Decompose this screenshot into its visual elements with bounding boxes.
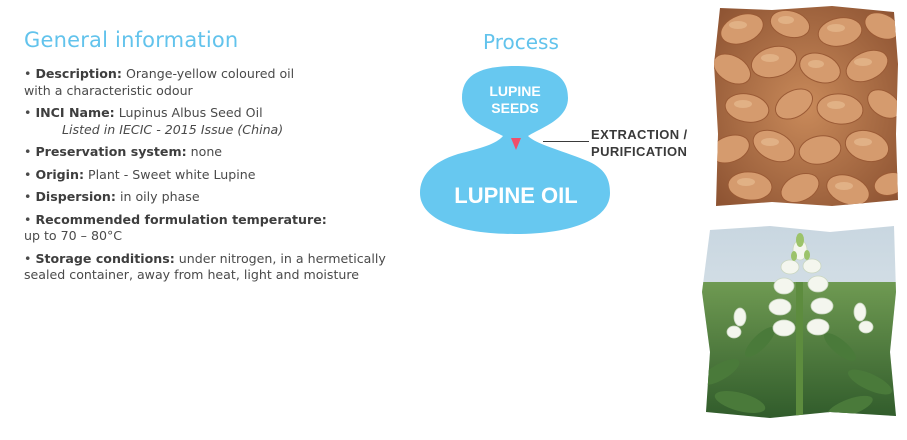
process-diagram: LUPINE SEEDS LUPINE OIL [420, 66, 610, 234]
info-item-preservation: • Preservation system: none [24, 144, 223, 159]
temperature-value: up to 70 – 80°C [24, 228, 123, 243]
step-connector-line [543, 141, 589, 142]
inci-value: Lupinus Albus Seed Oil [114, 105, 263, 120]
info-item-storage: • Storage conditions: under nitrogen, in… [24, 250, 386, 283]
step-label-line1: EXTRACTION / [591, 127, 688, 142]
storage-value: under nitrogen, in a hermetically [174, 250, 386, 266]
top-label-line1: LUPINE [489, 83, 540, 99]
info-item-origin: • Origin: Plant - Sweet white Lupine [24, 166, 256, 182]
storage-value-line2: sealed container, away from heat, light … [24, 267, 360, 282]
lupine-flower-photo [700, 222, 900, 422]
step-label-line2: PURIFICATION [591, 144, 688, 159]
info-item-inci: • INCI Name: Lupinus Albus Seed Oil List… [24, 105, 394, 138]
info-item-description: • Description: Orange-yellow coloured oi… [24, 66, 295, 98]
origin-label: Origin: [35, 166, 85, 182]
description-value: Orange-yellow coloured oil [121, 66, 295, 81]
info-item-temperature: • Recommended formulation temperature: u… [24, 211, 327, 244]
description-label: Description: [35, 66, 122, 81]
dispersion-label: Dispersion: [35, 189, 116, 204]
origin-value: Plant - Sweet white Lupine [84, 166, 256, 182]
description-value-line2: with a characteristic odour [24, 82, 193, 98]
general-information-list: • Description: Orange-yellow coloured oi… [24, 66, 394, 290]
inci-listing: Listed in IECIC - 2015 Issue (China) [62, 121, 284, 137]
step-label: EXTRACTION / PURIFICATION [591, 126, 688, 160]
bottom-label: LUPINE OIL [454, 183, 577, 208]
process-blob-shape [420, 66, 610, 234]
preservation-value: none [186, 144, 223, 159]
dispersion-value: in oily phase [115, 189, 200, 204]
seeds-photo [712, 4, 900, 210]
process-title: Process [483, 30, 559, 54]
top-label-line2: SEEDS [491, 100, 538, 116]
info-item-dispersion: • Dispersion: in oily phase [24, 189, 200, 204]
general-information-title: General information [24, 28, 239, 52]
storage-label: Storage conditions: [35, 250, 175, 266]
inci-label: INCI Name: [35, 105, 115, 120]
down-arrow-icon [511, 138, 521, 150]
temperature-label: Recommended formulation temperature: [35, 211, 327, 227]
preservation-label: Preservation system: [35, 144, 187, 159]
